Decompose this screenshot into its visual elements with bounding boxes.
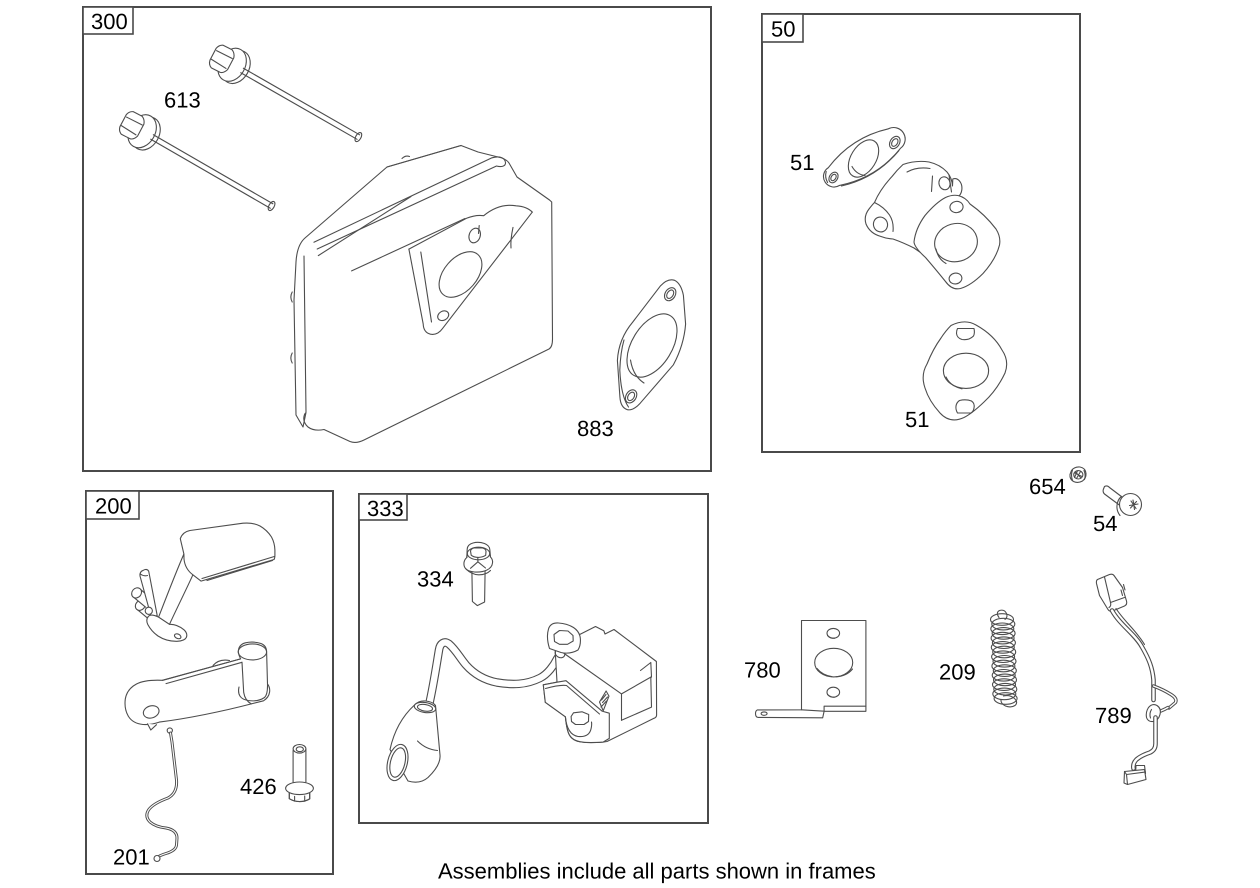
svg-text:654: 654 (1029, 474, 1066, 499)
svg-text:51: 51 (790, 150, 814, 175)
svg-text:201: 201 (113, 845, 150, 870)
svg-text:50: 50 (771, 17, 795, 42)
svg-text:54: 54 (1093, 511, 1117, 536)
svg-text:200: 200 (95, 494, 132, 519)
svg-text:334: 334 (417, 567, 454, 592)
svg-text:883: 883 (577, 416, 614, 441)
svg-text:780: 780 (744, 658, 781, 683)
svg-text:300: 300 (91, 9, 128, 34)
svg-text:Assemblies include all parts s: Assemblies include all parts shown in fr… (438, 859, 876, 884)
svg-text:789: 789 (1095, 703, 1132, 728)
svg-text:613: 613 (164, 88, 201, 113)
svg-text:333: 333 (367, 496, 404, 521)
svg-text:209: 209 (939, 660, 976, 685)
svg-text:51: 51 (905, 407, 929, 432)
svg-text:426: 426 (240, 774, 277, 799)
